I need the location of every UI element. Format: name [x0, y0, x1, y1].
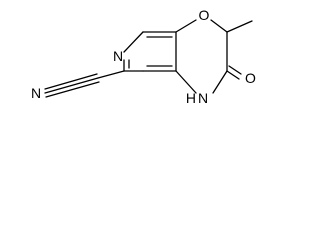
amide-hydrogen-label: H [186, 90, 196, 106]
bond-n-ch-top [123, 31, 144, 53]
bond-ccn-cn [97, 70, 125, 79]
bonds [44, 19, 253, 98]
bond-carbonyl-o-inner [228, 65, 242, 75]
bond-nitrile-2 [44, 73, 98, 90]
bond-o-chme [210, 19, 228, 33]
bond-nitrile-1 [44, 77, 99, 94]
bond-carbonyl-nh [212, 70, 228, 94]
molecule-diagram: N O O N H N [31, 7, 256, 106]
bond-cfused-o [175, 19, 197, 33]
nitrile-nitrogen-label: N [31, 85, 41, 101]
carbonyl-oxygen-label: O [245, 70, 256, 86]
ring-oxygen-label: O [199, 7, 210, 23]
bond-carbonyl-o [226, 70, 240, 80]
ring-nitrogen-label: N [113, 48, 123, 64]
bond-nh-cfused [175, 70, 197, 94]
bond-nitrile-3 [45, 81, 100, 98]
atom-labels: N O O N H N [31, 7, 256, 106]
bond-chme-methyl [226, 20, 253, 33]
amide-nitrogen-label: N [198, 90, 208, 106]
